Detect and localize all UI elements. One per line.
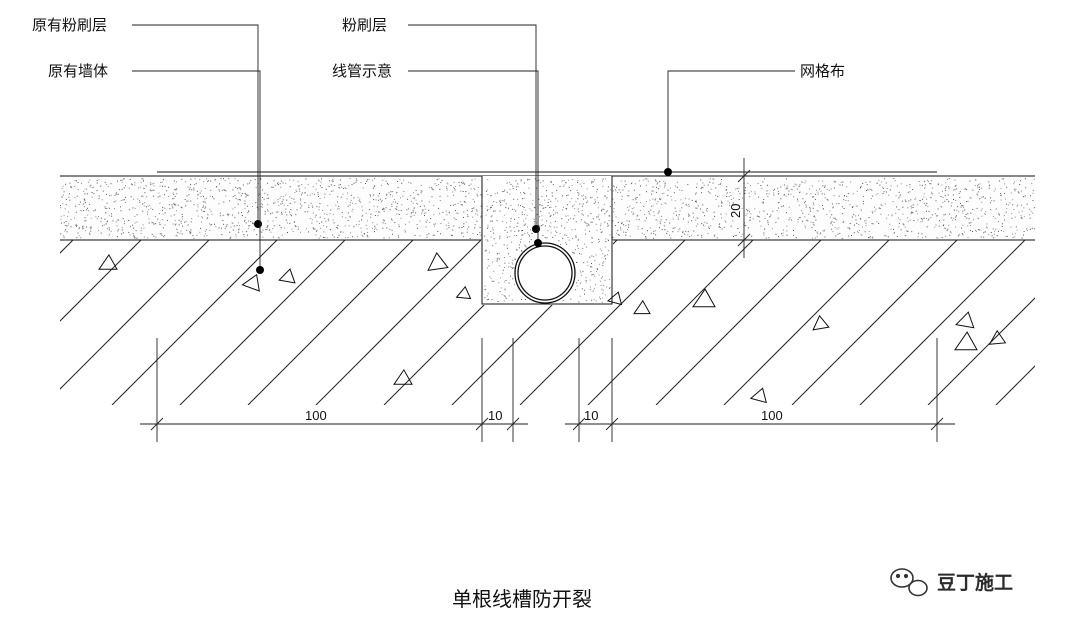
- svg-text:线管示意: 线管示意: [332, 62, 392, 80]
- label-conduit: 线管示意: [332, 62, 542, 247]
- aggregate-triangle: [241, 273, 260, 292]
- aggregate-triangle: [692, 288, 716, 308]
- dimension-chain: 100 10 10 100: [140, 338, 955, 442]
- svg-text:20: 20: [728, 204, 743, 218]
- svg-text:豆丁施工: 豆丁施工: [937, 571, 1013, 594]
- aggregate-triangle: [606, 291, 623, 306]
- dimension-right-gap: 10: [584, 408, 598, 423]
- aggregate-triangle: [749, 387, 767, 404]
- aggregate-triangle: [98, 253, 118, 270]
- aggregate-triangle: [455, 285, 472, 300]
- wechat-icon: [890, 568, 928, 597]
- svg-text:原有粉刷层: 原有粉刷层: [32, 16, 107, 34]
- conduit-pipe: [514, 242, 576, 304]
- aggregate-triangle: [988, 329, 1007, 345]
- watermark: 豆丁施工: [890, 568, 1013, 597]
- aggregate-triangle: [393, 368, 413, 385]
- svg-text:粉刷层: 粉刷层: [342, 16, 387, 34]
- drawing-caption: 单根线槽防开裂: [452, 587, 592, 611]
- plaster-speckle: [60, 178, 1036, 239]
- aggregate-triangle: [812, 314, 830, 331]
- label-mesh: 网格布: [664, 62, 845, 176]
- dimension-left-gap: 10: [488, 408, 502, 423]
- aggregate-triangle: [427, 252, 449, 271]
- dimension-right-width: 100: [761, 408, 783, 423]
- dimension-thickness: 20: [728, 158, 751, 258]
- label-original-plaster: 原有粉刷层: [32, 16, 262, 228]
- aggregate-triangles: [98, 252, 1007, 404]
- aggregate-triangle: [278, 268, 296, 284]
- svg-text:原有墙体: 原有墙体: [48, 62, 108, 80]
- groove-speckle: [484, 178, 611, 303]
- dimension-left-width: 100: [305, 408, 327, 423]
- aggregate-triangle: [954, 331, 978, 351]
- label-original-wall: 原有墙体: [48, 62, 264, 274]
- aggregate-triangle: [955, 311, 975, 329]
- svg-text:网格布: 网格布: [800, 62, 845, 80]
- aggregate-triangle: [633, 299, 651, 315]
